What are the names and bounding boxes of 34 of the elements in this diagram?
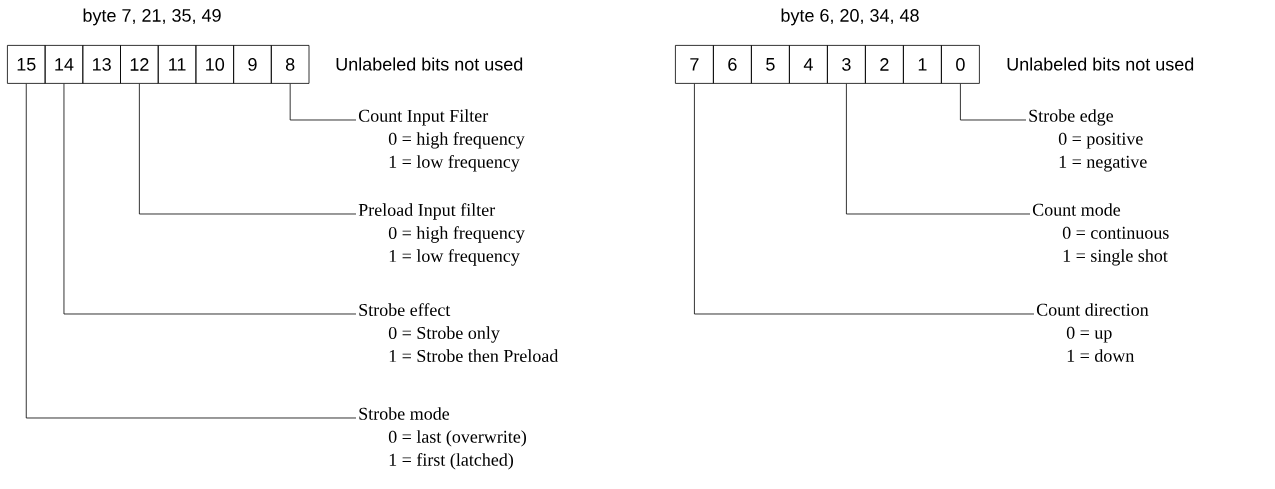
bit-cell: 4 [789,45,828,84]
bit-cell: 10 [195,45,234,84]
bit-cell: 12 [120,45,159,84]
field-description: Strobe mode 0 = last (overwrite) 1 = first (latched) [359,407,526,470]
bit-cell: 6 [713,45,752,84]
bit-cell: 14 [44,45,84,84]
leader-line [694,83,1035,315]
bit-cell: 0 [941,45,980,84]
field-description: Preload Input filter 0 = high frequency 1 = low frequency [358,203,525,266]
bit-cell: 2 [865,45,904,84]
bit-cell: 13 [82,45,121,84]
bit-cell: 11 [157,45,197,84]
leader-line [289,83,357,121]
field-description: Count Input Filter 0 = high frequency 1 = low frequency [358,109,525,172]
leader-line [846,83,1031,215]
field-description: Strobe effect 0 = Strobe only 1 = Strobe then Preload [359,303,559,363]
note-text: Unlabeled bits not used [1007,57,1194,71]
field-description: Count mode 0 = continuous 1 = single shot [1032,203,1169,266]
leader-line [138,83,357,215]
bit-cell: 15 [7,45,46,84]
bit-cell: 9 [233,45,272,84]
field-description: Count direction 0 = up 1 = down [1036,303,1149,362]
bit-cell: 5 [751,45,790,84]
bit-cell: 8 [270,45,310,84]
byte-title: byte 7, 21, 35, 49 [83,8,221,26]
leader-line [25,83,357,419]
field-description: Strobe edge 0 = positive 1 = negative [1029,109,1147,172]
leader-line [960,83,1027,121]
bit-cell: 7 [675,45,714,84]
note-text: Unlabeled bits not used [336,57,523,71]
bit-cell: 3 [827,45,866,84]
byte-title: byte 6, 20, 34, 48 [781,8,919,26]
leader-line [63,83,357,315]
bit-cell: 1 [903,45,942,84]
